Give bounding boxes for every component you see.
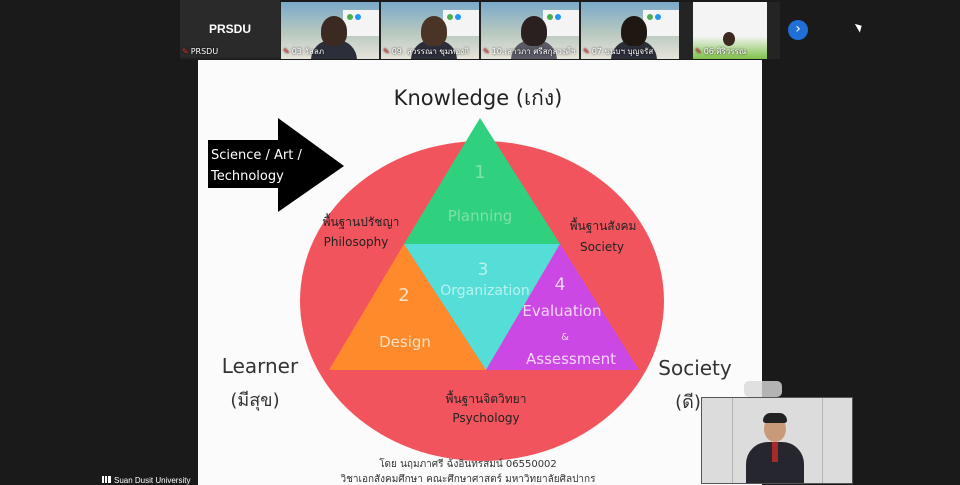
philosophy-thai: พื้นฐานปรัชญา: [323, 213, 400, 229]
participant-tile[interactable]: ✎09. สุวรรณา ขุมทองกิ: [381, 2, 479, 59]
participant-face: [421, 16, 447, 46]
credit-line-1: โดย นฤมภาศรี ฉ้งอินทรสมน์ 06550002: [379, 457, 557, 470]
mic-muted-icon: ✎: [383, 47, 390, 56]
speaker-hair: [763, 413, 787, 423]
learner-label: Learner: [222, 354, 299, 378]
mic-muted-icon: ✎: [283, 47, 290, 56]
participant-label: ✎06.ศิริวรรณ: [695, 47, 747, 56]
chevron-right-icon: ›: [795, 21, 801, 37]
triangle-label-design: Design: [379, 333, 431, 351]
participant-label: ✎07.ขนบฯ บุญจรัส: [583, 47, 654, 56]
active-speaker-label: Suan Dusit University: [102, 476, 190, 485]
speaker-video[interactable]: [701, 397, 853, 484]
participant-tile[interactable]: ✎03.วัลลภ: [281, 2, 379, 59]
participant-face: [621, 16, 647, 46]
credit-line-2: วิชาเอกสังคมศึกษา คณะศึกษาศาสตร์ มหาวิทย…: [340, 473, 596, 485]
overlay-handle[interactable]: [744, 381, 782, 397]
sociology-thai: พื้นฐานสังคม: [570, 217, 637, 233]
participant-body: [411, 40, 457, 59]
triangle-number-1: 1: [474, 162, 485, 183]
psychology-thai: พื้นฐานจิตวิทยา: [446, 390, 527, 406]
slide-title: Knowledge (เก่ง): [394, 86, 563, 110]
triangle-label-ampersand: &: [561, 332, 569, 343]
next-participants-button[interactable]: ›: [788, 20, 808, 40]
participant-name: PRSDU: [208, 22, 251, 36]
participant-face: [321, 16, 347, 46]
shared-slide: Knowledge (เก่ง) Science / Art / Technol…: [198, 60, 762, 485]
participant-label: ✎03.วัลลภ: [283, 47, 324, 56]
participant-tile[interactable]: ✎06.ศิริวรรณ: [693, 2, 767, 59]
participant-label: ✎09. สุวรรณา ขุมทองกิ: [383, 47, 469, 56]
mic-muted-icon: ✎: [483, 47, 490, 56]
triangle-design: [329, 244, 486, 370]
triangle-label-evaluation: Evaluation: [522, 302, 601, 320]
participant-face: [723, 32, 735, 46]
participant-face: [521, 16, 547, 46]
participant-tile[interactable]: ✎07.ขนบฯ บุญจรัส: [581, 2, 679, 59]
speaker-tie: [772, 442, 778, 462]
signal-bars-icon: [102, 476, 111, 483]
participant-body: [611, 40, 657, 59]
learner-thai: (มีสุข): [230, 390, 279, 411]
participant-tile-prsdu[interactable]: PRSDU ✎PRSDU: [180, 0, 280, 57]
mouse-cursor-icon: [854, 21, 865, 33]
participant-body: [311, 40, 357, 59]
participant-strip: [180, 2, 780, 59]
triangle-number-2: 2: [398, 285, 409, 306]
triangle-number-4: 4: [555, 275, 566, 295]
arrow-icon: [208, 118, 344, 212]
society-label: Society: [658, 356, 732, 380]
triangle-label-organization: Organization: [440, 283, 530, 299]
mic-muted-icon: ✎: [583, 47, 590, 56]
slide-canvas: Knowledge (เก่ง) Science / Art / Technol…: [208, 86, 732, 485]
arrow-text-line2: Technology: [210, 169, 284, 184]
arrow-text-line1: Science / Art /: [211, 148, 303, 163]
participant-tile[interactable]: ✎10.เสาวภา ศรีสกุลวงศ์ฯ: [481, 2, 579, 59]
participant-label: ✎PRSDU: [182, 47, 219, 56]
psychology-label: Psychology: [452, 411, 519, 425]
triangle-planning: [404, 118, 560, 244]
triangle-organization: [404, 244, 560, 370]
triangle-label-planning: Planning: [448, 207, 513, 225]
triangle-label-assessment: Assessment: [526, 350, 616, 368]
sociology-label: Society: [580, 240, 624, 254]
society-thai: (ดี): [675, 392, 701, 413]
participant-body: [511, 40, 557, 59]
triangle-number-3: 3: [478, 260, 489, 280]
participant-label: ✎10.เสาวภา ศรีสกุลวงศ์ฯ: [483, 47, 576, 56]
triangle-evaluation: [486, 244, 639, 370]
philosophy-label: Philosophy: [324, 235, 389, 249]
mic-muted-icon: ✎: [695, 47, 702, 56]
mic-muted-icon: ✎: [182, 47, 189, 56]
